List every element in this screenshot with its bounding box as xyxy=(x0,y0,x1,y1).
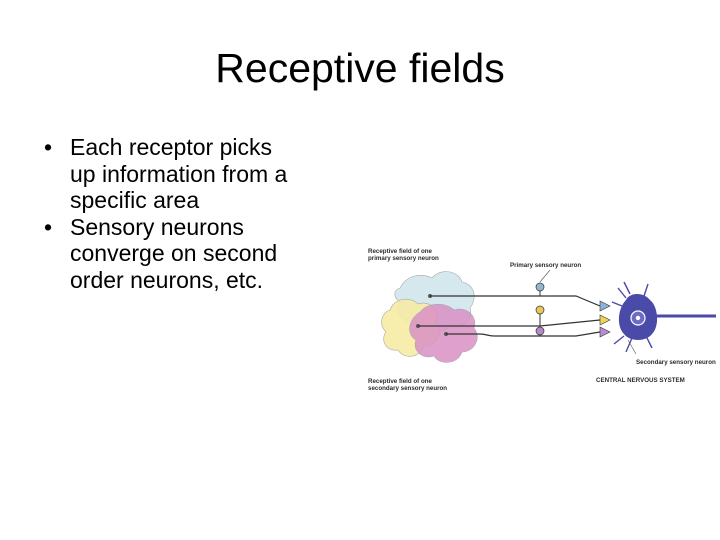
central-axon-3 xyxy=(540,331,601,337)
diagram-svg: Receptive field of one primary sensory n… xyxy=(368,248,716,392)
axon-terminal xyxy=(599,314,611,326)
bullet-line: converge on second xyxy=(70,240,278,266)
label-rf-primary-line1: Receptive field of one xyxy=(368,248,433,255)
primary-neuron-body xyxy=(535,305,545,315)
label-cns: CENTRAL NERVOUS SYSTEM xyxy=(596,377,685,384)
primary-axon-3 xyxy=(446,333,540,337)
slide-title: Receptive fields xyxy=(215,45,505,91)
label-secondary-neuron: Secondary sensory neuron xyxy=(636,359,716,366)
primary-neuron-body xyxy=(535,326,545,336)
label-rf-secondary-line2: secondary sensory neuron xyxy=(368,385,447,392)
bullet-line: up information from a xyxy=(70,160,288,187)
secondary-neuron xyxy=(611,281,716,353)
axon-terminal xyxy=(599,300,611,312)
label-rf-secondary-line1: Receptive field of one xyxy=(368,378,433,385)
primary-neuron-body xyxy=(535,282,545,292)
central-axon-2 xyxy=(539,319,601,327)
bullet-dot: • xyxy=(44,134,53,160)
bullet-line: Sensory neurons xyxy=(70,213,244,240)
neuron-nucleolus xyxy=(635,315,641,321)
bullet-line: order neurons, etc. xyxy=(70,266,264,293)
dendrite xyxy=(611,281,653,353)
bullet-item: • Each receptor picks up information fro… xyxy=(44,134,344,214)
bullet-item: • Sensory neurons converge on second ord… xyxy=(44,214,344,294)
receptive-field-magenta xyxy=(409,303,478,363)
axon-terminal xyxy=(599,326,611,338)
central-axon-1 xyxy=(540,295,601,307)
label-pointer xyxy=(539,269,551,283)
bullet-dot: • xyxy=(44,213,53,240)
bullet-line: specific area xyxy=(70,187,200,213)
label-rf-primary-line2: primary sensory neuron xyxy=(368,255,439,262)
receptive-field-diagram: Receptive field of one primary sensory n… xyxy=(360,240,720,400)
label-pointer xyxy=(627,339,637,355)
bullet-line: Each receptor picks xyxy=(70,134,272,160)
label-primary-neuron: Primary sensory neuron xyxy=(510,262,581,269)
bullet-list: • Each receptor picks up information fro… xyxy=(44,134,344,293)
